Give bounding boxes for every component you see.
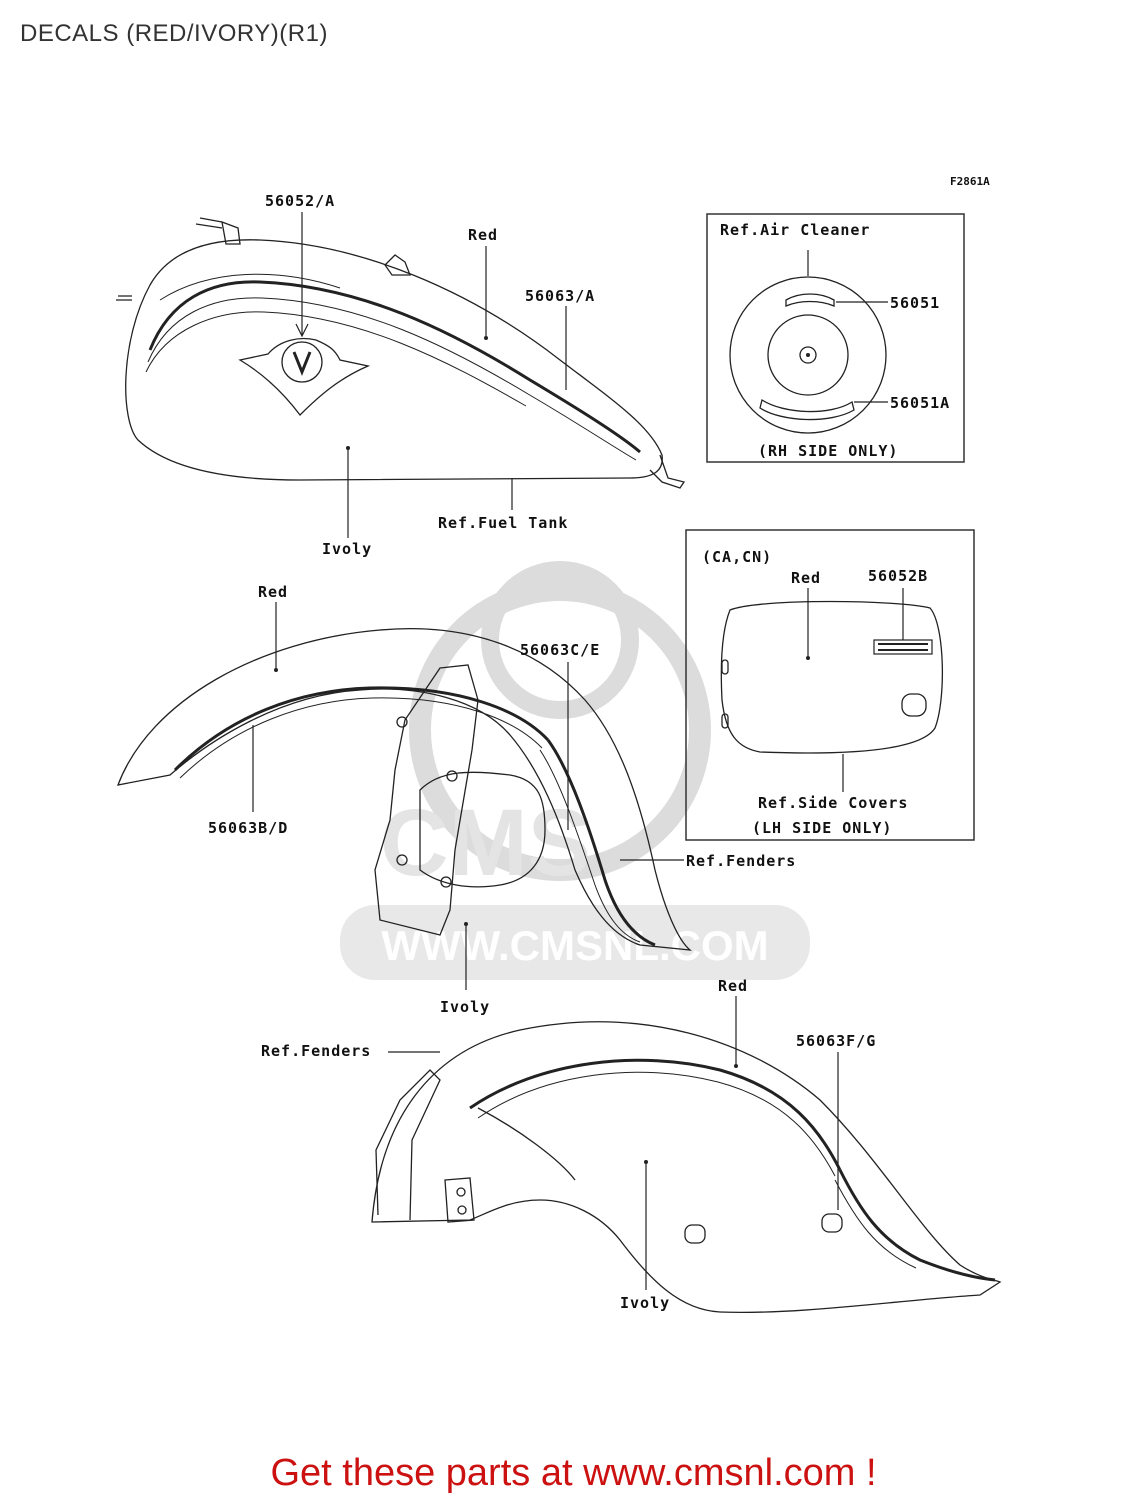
part-56052b: 56052B	[868, 567, 928, 585]
part-56051: 56051	[890, 294, 940, 312]
page-title: DECALS (RED/IVORY)(R1)	[20, 20, 328, 47]
part-56063c-e: 56063C/E	[520, 641, 600, 659]
rear-fender-ivoly-label: Ivoly	[620, 1294, 670, 1312]
watermark-brand: CMS	[380, 790, 591, 896]
front-fender-ivoly-label: Ivoly	[440, 998, 490, 1016]
watermark-url: WWW.CMSNL.COM	[381, 922, 768, 969]
figure-code: F2861A	[950, 175, 990, 188]
side-covers-region: (CA,CN)	[702, 548, 772, 566]
air-cleaner-note: (RH SIDE ONLY)	[758, 442, 898, 460]
side-covers-ref: Ref.Side Covers	[758, 794, 908, 812]
part-56063-a: 56063/A	[525, 287, 595, 305]
fuel-tank-red-label: Red	[468, 226, 498, 244]
part-56051a: 56051A	[890, 394, 950, 412]
side-covers-red-label: Red	[791, 569, 821, 587]
front-fender-ref: Ref.Fenders	[686, 852, 796, 870]
watermark: CMS WWW.CMSNL.COM	[340, 561, 810, 980]
front-fender	[116, 628, 693, 951]
air-cleaner-ref: Ref.Air Cleaner	[720, 221, 870, 239]
air-cleaner-box	[706, 213, 965, 463]
part-56063f-g: 56063F/G	[796, 1032, 876, 1050]
part-56063b-d: 56063B/D	[208, 819, 288, 837]
rear-fender-red-label: Red	[718, 977, 748, 995]
v-emblem	[238, 337, 371, 416]
rear-fender-ref: Ref.Fenders	[261, 1042, 371, 1060]
part-56052-a: 56052/A	[265, 192, 335, 210]
front-fender-red-label: Red	[258, 583, 288, 601]
rear-fender	[371, 1021, 1002, 1314]
side-covers-box	[685, 529, 975, 841]
fuel-tank-ref: Ref.Fuel Tank	[438, 514, 568, 532]
promo-link[interactable]: Get these parts at www.cmsnl.com !	[270, 1452, 877, 1494]
side-covers-note: (LH SIDE ONLY)	[752, 819, 892, 837]
fuel-tank	[116, 217, 686, 489]
fuel-tank-ivoly-label: Ivoly	[322, 540, 372, 558]
